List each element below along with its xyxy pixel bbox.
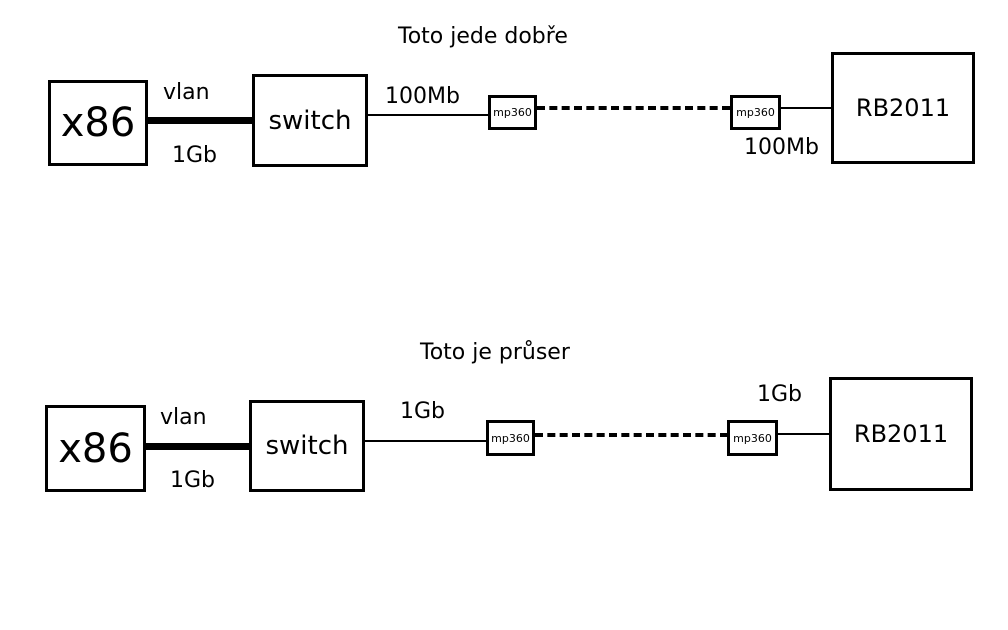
bottom-switch-node: switch xyxy=(249,400,365,492)
bottom-rb2011-node: RB2011 xyxy=(829,377,973,491)
bottom-mp360-right: mp360 xyxy=(727,420,778,456)
top-link3-speed: 100Mb xyxy=(744,135,819,160)
top-wireless-link xyxy=(537,106,730,110)
bottom-x86-node: x86 xyxy=(45,405,146,492)
top-mp360-left: mp360 xyxy=(488,95,537,130)
bottom-switch-mp-link xyxy=(365,440,487,442)
top-rb2011-label: RB2011 xyxy=(855,94,951,122)
bottom-diagram-title: Toto je průser xyxy=(420,340,570,365)
bottom-link3-speed: 1Gb xyxy=(757,382,803,407)
top-mp360-left-label: mp360 xyxy=(493,106,532,119)
top-x86-switch-link xyxy=(148,117,252,124)
top-mp360-right: mp360 xyxy=(730,95,781,130)
bottom-switch-label: switch xyxy=(265,431,349,461)
bottom-mp-rb-link xyxy=(778,433,831,435)
bottom-link2-speed: 1Gb xyxy=(400,399,446,424)
top-x86-node: x86 xyxy=(48,80,148,166)
top-mp360-right-label: mp360 xyxy=(736,106,775,119)
bottom-link1-speed: 1Gb xyxy=(170,468,216,493)
top-mp-rb-link xyxy=(781,107,833,109)
top-rb2011-node: RB2011 xyxy=(831,52,975,164)
top-switch-node: switch xyxy=(252,74,368,167)
bottom-vlan-label: vlan xyxy=(160,405,207,430)
top-link2-speed: 100Mb xyxy=(385,84,460,109)
top-switch-mp-link xyxy=(368,114,488,116)
bottom-mp360-right-label: mp360 xyxy=(733,431,772,445)
bottom-x86-label: x86 xyxy=(58,425,133,472)
top-vlan-label: vlan xyxy=(163,80,210,105)
bottom-rb2011-label: RB2011 xyxy=(853,420,949,448)
bottom-x86-switch-link xyxy=(146,443,250,450)
bottom-wireless-link xyxy=(535,433,728,437)
bottom-mp360-left-label: mp360 xyxy=(491,431,530,445)
top-link1-speed: 1Gb xyxy=(172,143,218,168)
top-x86-label: x86 xyxy=(60,100,136,146)
bottom-mp360-left: mp360 xyxy=(486,420,535,456)
top-diagram-title: Toto jede dobře xyxy=(398,24,568,49)
top-switch-label: switch xyxy=(268,105,352,136)
